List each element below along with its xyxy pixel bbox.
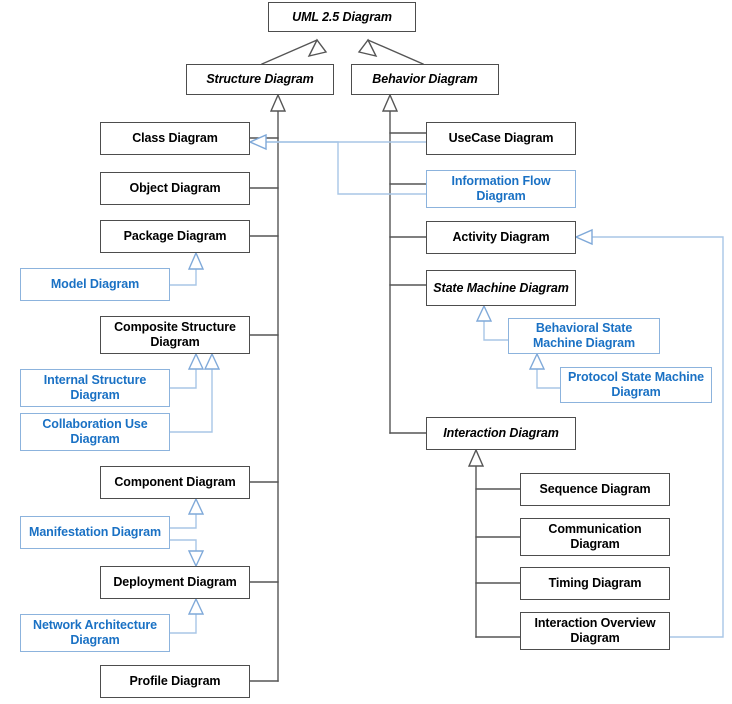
node-information-flow-diagram[interactable]: Information Flow Diagram [426,170,576,208]
edge-collaboration-composite [169,360,213,433]
node-structure-diagram[interactable]: Structure Diagram [186,64,334,95]
arrowhead-protocolsm-to-behavioralsm [528,352,546,370]
node-communication-diagram[interactable]: Communication Diagram [520,518,670,556]
node-label: Interaction Overview Diagram [534,616,656,645]
node-label: Component Diagram [114,475,236,490]
node-label: Structure Diagram [206,72,314,87]
node-label: Network Architecture Diagram [33,618,157,647]
arrowhead-manifestation-to-component [187,497,205,515]
node-label: Class Diagram [132,131,218,146]
arrowhead-structure-to-uml [307,38,328,58]
node-protocol-state-machine-diagram[interactable]: Protocol State Machine Diagram [560,367,712,403]
edge-internal-composite [169,360,197,389]
edge-uml-structure [261,39,318,65]
node-component-diagram[interactable]: Component Diagram [100,466,250,499]
node-network-architecture-diagram[interactable]: Network Architecture Diagram [20,614,170,652]
node-behavioral-state-machine-diagram[interactable]: Behavioral State Machine Diagram [508,318,660,354]
node-label: Activity Diagram [452,230,550,245]
node-uml-2-5-diagram[interactable]: UML 2.5 Diagram [268,2,416,32]
node-label: Information Flow Diagram [451,174,551,203]
node-package-diagram[interactable]: Package Diagram [100,220,250,253]
node-label: Behavioral State Machine Diagram [532,321,635,350]
arrowhead-collaboration-to-composite [203,352,221,370]
node-state-machine-diagram[interactable]: State Machine Diagram [426,270,576,306]
arrowhead-network-to-deployment [187,597,205,615]
node-label: Sequence Diagram [539,482,651,497]
arrowhead-internal-to-composite [187,352,205,370]
node-label: Model Diagram [50,277,140,292]
node-label: Profile Diagram [129,674,221,689]
arrowhead-behavioralsm-to-statemachine [475,304,493,322]
arrowhead-model-to-package [187,251,205,270]
node-label: Internal Structure Diagram [43,373,147,402]
node-label: Protocol State Machine Diagram [567,370,705,399]
edge-protocolsm-behavioralsm [536,362,561,389]
edge-behavioralsm-statemachine [483,314,509,341]
node-label: Communication Diagram [548,522,642,551]
node-usecase-diagram[interactable]: UseCase Diagram [426,122,576,155]
node-class-diagram[interactable]: Class Diagram [100,122,250,155]
node-label: Package Diagram [123,229,227,244]
node-object-diagram[interactable]: Object Diagram [100,172,250,205]
node-collaboration-use-diagram[interactable]: Collaboration Use Diagram [20,413,170,451]
node-label: Manifestation Diagram [29,525,161,540]
edge-manifestation-deployment [169,539,197,555]
node-label: Collaboration Use Diagram [42,417,148,446]
arrowhead-manifestation-to-deployment [187,550,205,568]
node-interaction-diagram[interactable]: Interaction Diagram [426,417,576,450]
node-label: UML 2.5 Diagram [292,9,392,24]
node-deployment-diagram[interactable]: Deployment Diagram [100,566,250,599]
node-label: Timing Diagram [548,576,642,591]
node-timing-diagram[interactable]: Timing Diagram [520,567,670,600]
edge-network-deployment [169,610,197,634]
node-label: Interaction Diagram [443,426,559,441]
node-profile-diagram[interactable]: Profile Diagram [100,665,250,698]
arrowhead-interactionov-to-activity [574,228,593,246]
node-interaction-overview-diagram[interactable]: Interaction Overview Diagram [520,612,670,650]
node-composite-structure-diagram[interactable]: Composite Structure Diagram [100,316,250,354]
edge-infoflow-class [261,141,427,195]
arrowhead-behavior-to-uml [357,38,378,58]
arrowhead-interaction-spine [467,448,485,467]
node-behavior-diagram[interactable]: Behavior Diagram [351,64,499,95]
node-activity-diagram[interactable]: Activity Diagram [426,221,576,254]
node-label: Object Diagram [129,181,221,196]
node-manifestation-diagram[interactable]: Manifestation Diagram [20,516,170,549]
edge-model-package [169,264,197,286]
arrowhead-usecase-to-class [248,133,267,151]
arrowhead-behavior-spine [381,93,399,112]
edge-uml-behavior [367,39,424,65]
node-label: State Machine Diagram [433,280,569,295]
node-label: Composite Structure Diagram [114,320,236,349]
node-label: Deployment Diagram [113,575,237,590]
edge-manifestation-component [169,510,197,529]
node-label: UseCase Diagram [448,131,554,146]
node-internal-structure-diagram[interactable]: Internal Structure Diagram [20,369,170,407]
node-model-diagram[interactable]: Model Diagram [20,268,170,301]
arrowhead-structure-spine [269,93,287,112]
node-label: Behavior Diagram [372,72,478,87]
node-sequence-diagram[interactable]: Sequence Diagram [520,473,670,506]
